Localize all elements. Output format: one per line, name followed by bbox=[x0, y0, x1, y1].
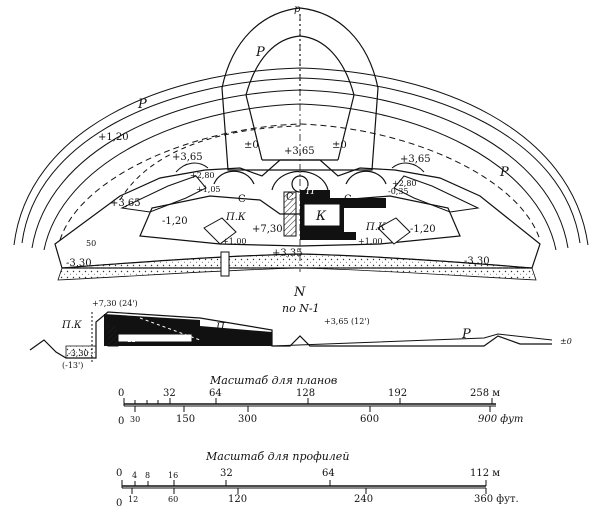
profile-view: по N-1 +7,30 (24') +3,65 (12') ±0 -3,30 … bbox=[29, 299, 572, 370]
profile-el-m330: -3,30 bbox=[68, 349, 89, 358]
elev-left-105: +1,05 bbox=[196, 185, 221, 194]
axis-label-bottom: N bbox=[293, 285, 306, 300]
profile-caption: по N-1 bbox=[282, 302, 320, 315]
scale-plans-f-600: 600 bbox=[360, 414, 379, 425]
profile-zone-k: К bbox=[127, 334, 136, 345]
scale-profiles-f-60: 60 bbox=[168, 495, 178, 504]
zone-c-left: С bbox=[238, 194, 246, 205]
elev-right-105: -0,35 bbox=[388, 187, 409, 196]
profile-zone-pk: П.К bbox=[61, 320, 82, 331]
profile-zone-p: P bbox=[461, 327, 471, 342]
zone-p-right: P bbox=[499, 165, 509, 180]
axis-line bbox=[220, 14, 301, 277]
profile-el-730: +7,30 (24') bbox=[92, 299, 138, 308]
scale-profiles-f-0: 0 bbox=[116, 498, 122, 509]
zone-pk-right: П.К bbox=[365, 222, 386, 233]
zone-c-center: С bbox=[286, 192, 294, 203]
elev-left-50: 50 bbox=[86, 239, 96, 248]
central-barracks bbox=[203, 190, 411, 245]
profile-el-m13: (-13') bbox=[62, 361, 83, 370]
profile-ditch bbox=[65, 345, 97, 359]
zone-pi-right: П bbox=[363, 200, 373, 211]
scale-plans-f-30: 30 bbox=[130, 415, 140, 424]
scale-profiles-f-12: 12 bbox=[128, 495, 138, 504]
elev-left-365: +3,65 bbox=[172, 152, 203, 163]
zone-p-left: P bbox=[137, 97, 147, 112]
scale-bar-profiles: Масштаб для профилей 0 4 8 16 32 64 112 … bbox=[116, 450, 519, 509]
elev-center: +3,65 bbox=[284, 146, 315, 157]
elev-inner-right: -1,20 bbox=[410, 224, 436, 235]
elev-low-right: +1,00 bbox=[358, 237, 383, 246]
scale-profiles-m-16: 16 bbox=[168, 471, 178, 480]
profile-glacis bbox=[271, 333, 553, 347]
zone-pi-center: П bbox=[305, 186, 315, 197]
elev-left-365b: +3,65 bbox=[110, 198, 141, 209]
flank-left bbox=[120, 162, 209, 213]
profile-el-zero: ±0 bbox=[560, 337, 572, 346]
scale-plans-m-32: 32 bbox=[163, 388, 176, 399]
profile-casemate bbox=[104, 314, 272, 347]
elev-bottom-335: +3,35 bbox=[272, 248, 303, 259]
profile-zone-pi: П bbox=[215, 322, 225, 333]
scale-profiles-f-360: 360 фут. bbox=[474, 494, 519, 505]
scale-profiles-m-32: 32 bbox=[220, 468, 233, 479]
scale-plans-f-0: 0 bbox=[118, 416, 124, 427]
scale-profiles-title: Масштаб для профилей bbox=[205, 450, 349, 463]
scale-profiles-m-0: 0 bbox=[116, 468, 122, 479]
scale-plans-m-0: 0 bbox=[118, 388, 124, 399]
elev-mid-730: +7,30 bbox=[252, 224, 283, 235]
profile-el-365: +3,65 (12') bbox=[324, 317, 370, 326]
elev-right-365: +3,65 bbox=[400, 154, 431, 165]
zone-k-center: К bbox=[315, 209, 327, 224]
scale-profiles-m-112: 112 м bbox=[470, 468, 500, 479]
elev-inner-left: -1,20 bbox=[162, 216, 188, 227]
scale-plans-f-900: 900 фут bbox=[478, 414, 523, 425]
elev-left-280: +2,80 bbox=[190, 171, 215, 180]
plan-view: P P P П.К П.К С С С П К П p N +1,20 +3,6… bbox=[13, 4, 589, 300]
zone-p-top: P bbox=[255, 45, 265, 60]
elev-far-left: -3,30 bbox=[66, 258, 92, 269]
scale-profiles-f-120: 120 bbox=[228, 494, 247, 505]
zone-pk-left: П.К bbox=[225, 212, 246, 223]
elev-zero-right: ±0 bbox=[332, 140, 347, 151]
scale-bar-plans: Масштаб для планов 0 32 64 128 192 258 bbox=[118, 374, 523, 427]
scale-plans-m-128: 128 bbox=[296, 388, 315, 399]
scale-plans-m-258: 258 м bbox=[470, 388, 500, 399]
scale-plans-title: Масштаб для планов bbox=[209, 374, 337, 387]
elev-low-left: +1,00 bbox=[222, 237, 247, 246]
scale-profiles-m-8: 8 bbox=[145, 471, 150, 480]
scale-plans-f-150: 150 bbox=[176, 414, 195, 425]
plan-elevations: +1,20 +3,65 ±0 ±0 +3,65 +3,65 +3,65 +2,8… bbox=[66, 132, 490, 269]
zone-c-right: С bbox=[344, 194, 352, 205]
scale-plans-f-300: 300 bbox=[238, 414, 257, 425]
scale-profiles-f-240: 240 bbox=[354, 494, 373, 505]
flank-right bbox=[391, 162, 480, 213]
scale-plans-m-192: 192 bbox=[388, 388, 407, 399]
elev-zero-left: ±0 bbox=[244, 140, 259, 151]
scale-plans-m-64: 64 bbox=[209, 388, 222, 399]
elev-right-280: +2,80 bbox=[392, 179, 417, 188]
scale-profiles-m-64: 64 bbox=[322, 468, 335, 479]
elev-far-right: -3,30 bbox=[464, 256, 490, 267]
axis-label-top: p bbox=[294, 4, 301, 15]
rear-ditch bbox=[57, 253, 537, 281]
elev-top-left-ridge: +1,20 bbox=[98, 132, 129, 143]
scale-profiles-m-4: 4 bbox=[132, 471, 137, 480]
